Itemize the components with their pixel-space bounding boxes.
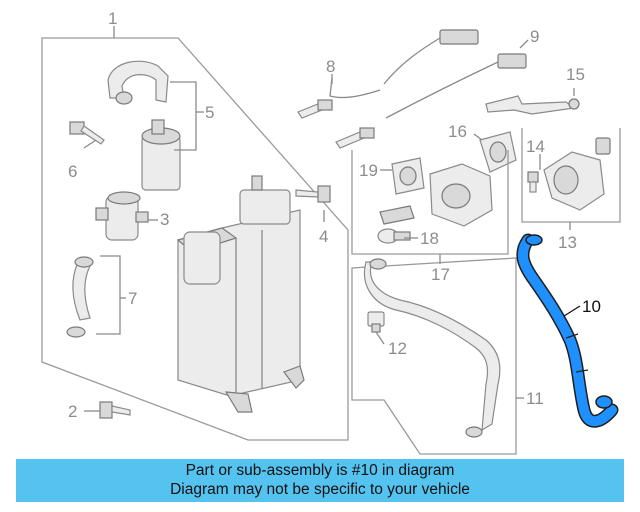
banner-line-1: Part or sub-assembly is #10 in diagram bbox=[185, 462, 455, 479]
callout-5: 5 bbox=[205, 103, 214, 122]
callout-19: 19 bbox=[359, 161, 378, 180]
sensor-part-8 bbox=[297, 77, 381, 119]
callout-17: 17 bbox=[431, 265, 450, 284]
hose-part-7 bbox=[66, 256, 94, 338]
group-outline-13 bbox=[521, 128, 621, 223]
callout-13: 13 bbox=[558, 233, 577, 252]
connector-part-12 bbox=[367, 311, 385, 333]
group-outline-11 bbox=[351, 257, 517, 455]
filter-part-5 bbox=[141, 119, 181, 191]
screw-part-14 bbox=[527, 171, 539, 193]
banner-line-2: Diagram may not be specific to your vehi… bbox=[170, 481, 470, 498]
callout-18: 18 bbox=[420, 229, 439, 248]
callout-16: 16 bbox=[448, 122, 467, 141]
bracket-part-15 bbox=[485, 95, 580, 115]
notice-banner: Part or sub-assembly is #10 in diagram D… bbox=[16, 459, 624, 502]
group-outline-17 bbox=[351, 150, 509, 255]
callout-4: 4 bbox=[319, 227, 328, 246]
callout-8: 8 bbox=[326, 57, 335, 76]
group-outline-1 bbox=[41, 37, 349, 441]
callout-11: 11 bbox=[526, 389, 544, 408]
charcoal-canister bbox=[176, 175, 305, 413]
callout-3: 3 bbox=[160, 210, 169, 229]
gasket-part-16 bbox=[479, 131, 517, 173]
callout-7: 7 bbox=[128, 289, 137, 308]
bolt-part-2 bbox=[99, 401, 131, 419]
callout-6: 6 bbox=[68, 162, 77, 181]
callout-10-leader bbox=[563, 305, 581, 317]
callout-9: 9 bbox=[530, 27, 539, 46]
callout-15: 15 bbox=[566, 65, 585, 84]
sensor-part-9 bbox=[335, 29, 527, 149]
hose-part-5 bbox=[107, 60, 169, 105]
callout-1: 1 bbox=[108, 9, 117, 28]
highlighted-hose-part-10 bbox=[516, 233, 619, 428]
callout-10: 10 bbox=[582, 297, 601, 316]
bolt-part-6 bbox=[69, 121, 105, 145]
clamp-part-18 bbox=[377, 228, 411, 244]
egr-valve bbox=[379, 163, 493, 227]
valve-part-13 bbox=[543, 137, 611, 211]
bolt-part-4 bbox=[295, 185, 331, 203]
callout-12: 12 bbox=[388, 339, 407, 358]
callout-14: 14 bbox=[526, 137, 545, 156]
valve-part-3 bbox=[95, 191, 149, 241]
gasket-part-19 bbox=[391, 157, 425, 195]
callout-2: 2 bbox=[68, 402, 77, 421]
hose-part-11 bbox=[364, 258, 501, 438]
